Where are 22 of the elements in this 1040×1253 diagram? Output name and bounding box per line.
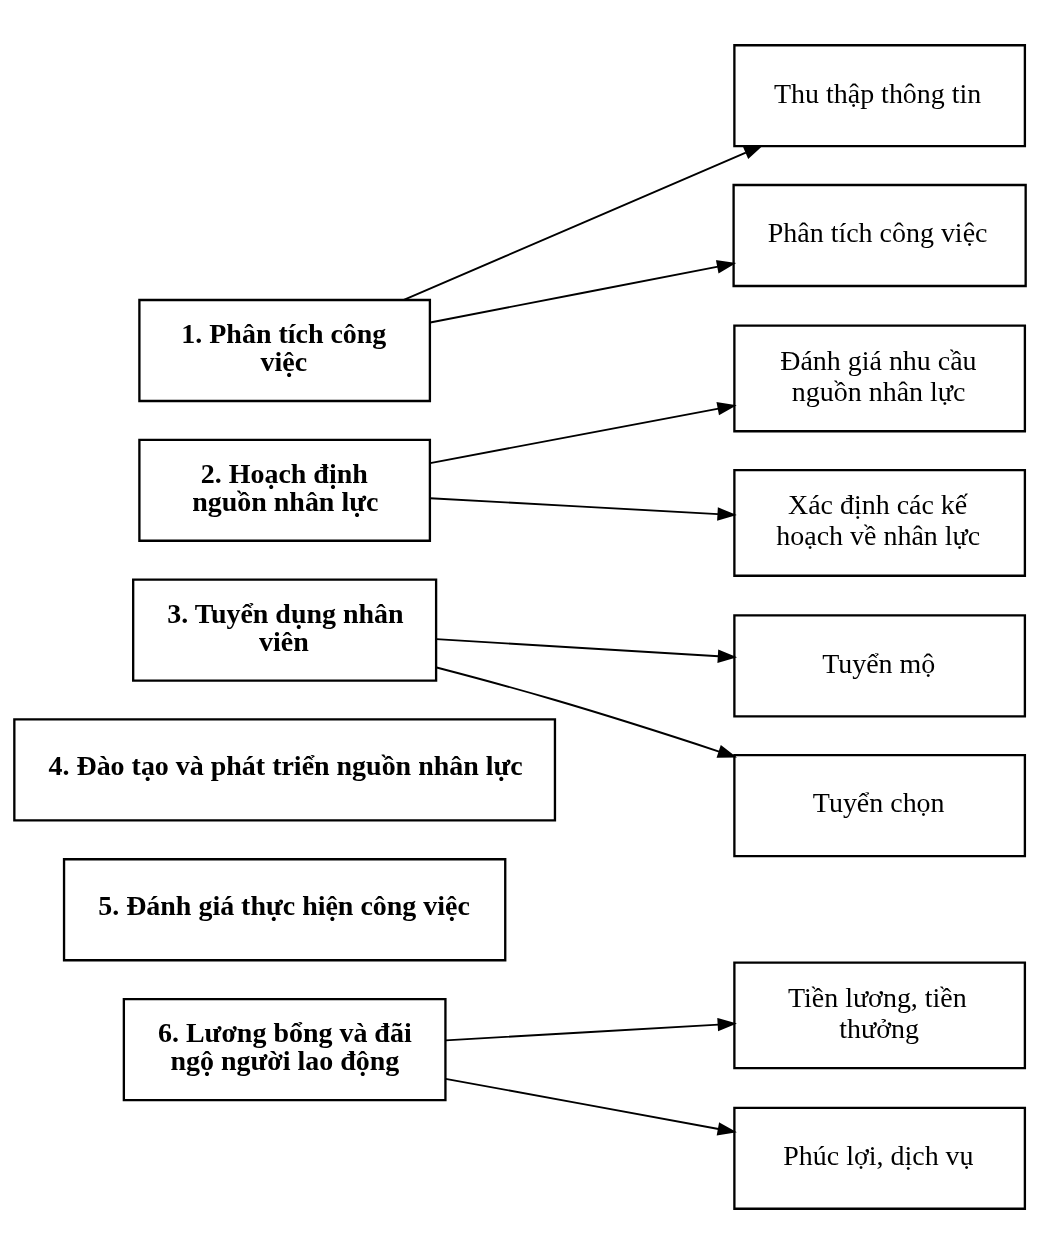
node-box: Phúc lợi, dịch vụ <box>733 1106 1027 1210</box>
node-box: Tuyển mộ <box>733 613 1027 717</box>
arrow <box>429 401 737 464</box>
node-box: Xác định các kế hoạch về nhân lực <box>733 468 1027 577</box>
node-box: Tiền lương, tiền thưởng <box>733 960 1027 1069</box>
node-box: 4. Đào tạo và phát triển nguồn nhân lực <box>13 717 557 822</box>
arrow <box>435 637 738 663</box>
node-box: Đánh giá nhu cầu nguồn nhân lực <box>733 323 1027 432</box>
node-box: Thu thập thông tin <box>733 43 1027 147</box>
node-box: 6. Lương bổng và đãi ngộ người lao động <box>122 997 447 1101</box>
arrow <box>444 1077 737 1135</box>
arrow <box>435 666 737 758</box>
node-box: 1. Phân tích công việc <box>138 298 432 402</box>
node-box: 2. Hoạch định nguồn nhân lực <box>138 438 432 542</box>
arrow <box>429 496 737 521</box>
arrow <box>429 259 737 323</box>
node-box: 3. Tuyển dụng nhân viên <box>132 577 438 682</box>
node-box: Phân tích công việc <box>732 183 1027 287</box>
arrow <box>444 1017 737 1041</box>
node-box: Tuyển chọn <box>733 753 1027 857</box>
arrow <box>402 144 764 301</box>
node-box: 5. Đánh giá thực hiện công việc <box>62 857 507 961</box>
